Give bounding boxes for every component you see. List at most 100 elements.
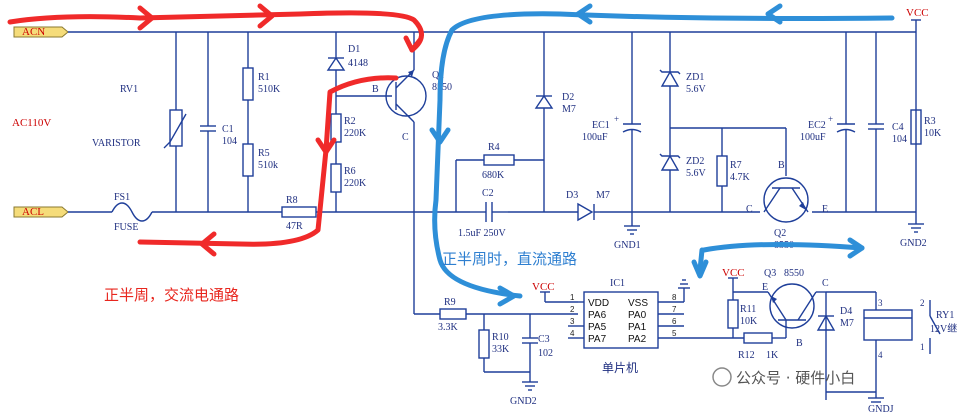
gnd2-symbol-bottom: GND2 <box>510 381 538 407</box>
r6-resistor: R6 220K <box>330 163 367 212</box>
zd1-ref: ZD1 <box>686 72 704 83</box>
vcc-q3-label: VCC <box>722 267 745 279</box>
watermark: 公众号 · 硬件小白 <box>712 367 855 387</box>
ic1-name: 单片机 <box>602 361 638 375</box>
ic1-pin-num-8: 8 <box>672 293 677 302</box>
r1-resistor: R1 510K <box>242 32 281 144</box>
r8-ref: R8 <box>286 195 298 206</box>
ic1-pin-num-1: 1 <box>570 293 575 302</box>
q1-ref: Q1 <box>432 70 444 81</box>
ec1-ref: EC1 <box>592 120 610 131</box>
watermark-text: 公众号 · 硬件小白 <box>736 369 855 387</box>
r9-ref: R9 <box>444 297 456 308</box>
gnd2-right-label: GND2 <box>900 238 927 249</box>
ic1-ref: IC1 <box>610 278 625 289</box>
gnd1-label: GND1 <box>614 240 641 251</box>
r2-value: 220K <box>344 128 367 139</box>
q1-c-pin: C <box>402 132 409 143</box>
r1-value: 510K <box>258 84 281 95</box>
dc-path-label: 正半周时，直流通路 <box>442 250 577 268</box>
c2-value: 1.5uF 250V <box>458 228 507 239</box>
q3-ref: Q3 <box>764 268 776 279</box>
gndj-label: GNDJ <box>868 404 894 414</box>
ic1-pin-num-4: 4 <box>570 329 575 338</box>
r11-resistor: R11 10K <box>727 292 758 338</box>
ac-path-label: 正半周，交流电通路 <box>104 286 239 304</box>
d4-ref: D4 <box>840 306 852 317</box>
rv1-varistor: RV1 VARISTOR <box>92 32 187 212</box>
r6-ref: R6 <box>344 166 356 177</box>
q3-c-pin: C <box>822 278 829 289</box>
gndj-symbol: GNDJ <box>868 392 894 414</box>
ic1-pin-num-7: 7 <box>672 305 677 314</box>
ry1-pin-3: 3 <box>878 298 883 308</box>
r12-ref: R12 <box>738 350 755 361</box>
r3-value: 10K <box>924 128 942 139</box>
ry1-pin-2: 2 <box>920 298 925 308</box>
gnd-symbol-ic <box>678 279 690 302</box>
c3-capacitor: C3 102 <box>522 314 553 372</box>
zd1-value: 5.6V <box>686 84 707 95</box>
acl-label: ACL <box>22 206 44 218</box>
ic1-pin-pa1: PA1 <box>628 322 647 333</box>
vcc-symbol-top: VCC <box>906 7 929 32</box>
r3-resistor: R3 10K <box>910 109 942 145</box>
r11-value: 10K <box>740 316 758 327</box>
rv1-value: VARISTOR <box>92 138 141 149</box>
r3-ref: R3 <box>924 116 936 127</box>
zd2-ref: ZD2 <box>686 156 704 167</box>
zd2-zener: ZD2 5.6V <box>659 153 707 212</box>
r6-value: 220K <box>344 178 367 189</box>
acl-port: ACL <box>13 206 69 218</box>
r12-value: 1K <box>766 350 779 361</box>
ac-path-arrows: 正半周，交流电通路 <box>7 3 424 304</box>
svg-text:+: + <box>828 114 833 124</box>
q1-b-pin: B <box>372 84 379 95</box>
r8-value: 47R <box>286 221 303 232</box>
d3-ref: D3 <box>566 190 578 201</box>
ac110v-label: AC110V <box>12 117 51 129</box>
q3-transistor: E C B Q3 8550 <box>762 268 829 400</box>
c2-capacitor: C2 1.5uF 250V <box>458 188 508 239</box>
r8-resistor: R8 47R <box>281 195 317 232</box>
ry1-pin-1: 1 <box>920 342 925 352</box>
r5-resistor: R5 510k <box>242 143 278 212</box>
ic1-pin-pa2: PA2 <box>628 334 647 345</box>
vcc-symbol-ic: VCC <box>532 281 578 303</box>
c3-ref: C3 <box>538 334 550 345</box>
ec2-value: 100uF <box>800 132 826 143</box>
c4-ref: C4 <box>892 122 904 133</box>
ic1-pin-pa5: PA5 <box>588 322 607 333</box>
q2-b-pin: B <box>778 160 785 171</box>
q2-transistor: B C E Q2 8550 <box>746 127 828 251</box>
r4-resistor: R4 680K <box>455 142 544 212</box>
d3-value: M7 <box>596 190 610 201</box>
rv1-ref: RV1 <box>120 84 138 95</box>
d2-value: M7 <box>562 104 576 115</box>
r10-value: 33K <box>492 344 510 355</box>
ry1-pin-4: 4 <box>878 350 883 360</box>
gnd1-symbol: GND1 <box>614 225 641 251</box>
r10-ref: R10 <box>492 332 509 343</box>
d3-diode: D3 M7 <box>566 190 610 222</box>
fs1-ref: FS1 <box>114 192 130 203</box>
acn-label: ACN <box>22 26 45 38</box>
d2-ref: D2 <box>562 92 574 103</box>
r4-value: 680K <box>482 170 505 181</box>
r5-ref: R5 <box>258 148 270 159</box>
zd1-zener: ZD1 5.6V <box>659 32 707 156</box>
ic1-pin-num-3: 3 <box>570 317 575 326</box>
dc-path-arrows: 正半周时，直流通路 <box>429 3 895 307</box>
d4-diode: D4 M7 <box>816 306 854 331</box>
ic1-pin-num-2: 2 <box>570 305 575 314</box>
vcc-symbol-q3: VCC <box>722 267 745 292</box>
d1-ref: D1 <box>348 44 360 55</box>
r5-value: 510k <box>258 160 278 171</box>
q3-value: 8550 <box>784 268 804 279</box>
wechat-icon <box>712 367 732 387</box>
c1-capacitor: C1 104 <box>200 32 237 212</box>
c3-value: 102 <box>538 348 553 359</box>
c1-value: 104 <box>222 136 237 147</box>
